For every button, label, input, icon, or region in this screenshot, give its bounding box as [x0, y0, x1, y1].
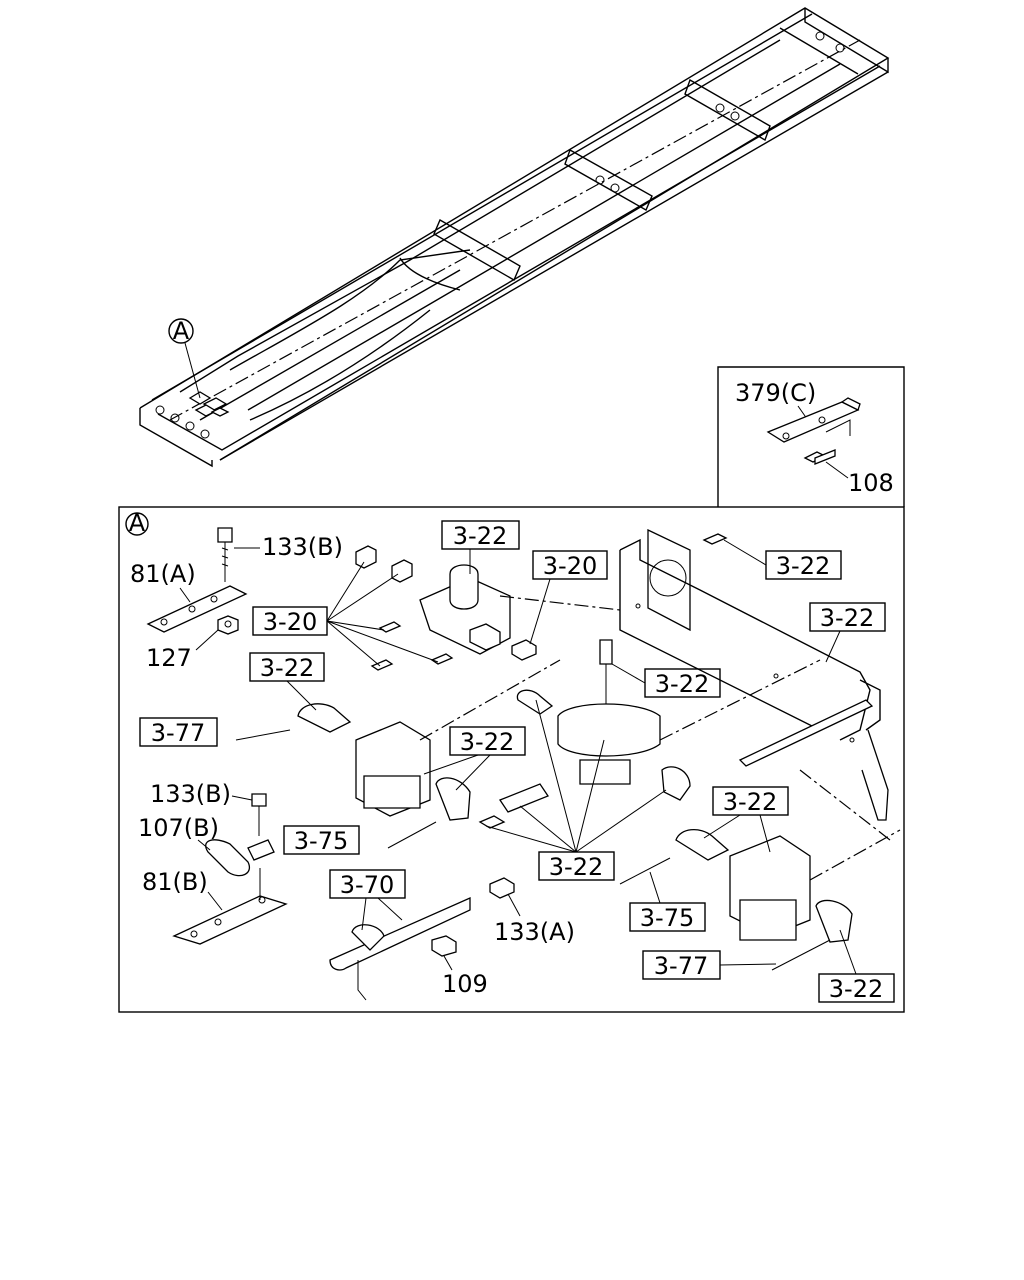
ref-r3: 3-20	[263, 608, 317, 636]
ref-r14: 3-75	[640, 904, 694, 932]
label-107b: 107(B)	[138, 814, 219, 842]
frame-marker-circle	[168, 318, 194, 344]
ref-r16: 3-22	[829, 975, 883, 1003]
ref-box: 3-75	[283, 825, 360, 855]
ref-box: 3-22	[441, 520, 520, 574]
label-81a: 81(A)	[130, 560, 196, 588]
detail-A: A	[118, 506, 905, 1013]
ref-r9: 3-22	[460, 728, 514, 756]
label-127: 127	[146, 644, 192, 672]
ref-r8: 3-77	[151, 719, 205, 747]
ref-box: 3-22	[423, 726, 526, 791]
ref-r5: 3-22	[820, 604, 874, 632]
detail-marker-A: A	[129, 509, 146, 537]
ref-box: 3-20	[252, 561, 439, 667]
ref-box: 3-70	[329, 869, 406, 931]
label-133b-top: 133(B)	[262, 533, 343, 561]
label-108: 108	[848, 469, 894, 497]
ref-r11: 3-22	[723, 788, 777, 816]
inset-379c: 379(C) 108	[717, 366, 905, 507]
ref-box: 3-77	[642, 950, 777, 980]
ref-r15: 3-77	[654, 952, 708, 980]
label-109: 109	[442, 970, 488, 998]
label-133a: 133(A)	[494, 918, 575, 946]
ref-r12: 3-70	[340, 871, 394, 899]
ref-r4: 3-22	[776, 552, 830, 580]
frame-marker-A: A	[173, 317, 190, 345]
ref-box: 3-22	[611, 663, 721, 698]
ref-box: 3-22	[809, 602, 886, 663]
ref-r2: 3-20	[543, 552, 597, 580]
label-81b: 81(B)	[142, 868, 208, 896]
ref-r1: 3-22	[453, 522, 507, 550]
ref-box: 3-22	[703, 786, 789, 853]
ref-box: 3-22	[249, 652, 325, 711]
chassis-frame: A	[139, 7, 890, 468]
ref-box: 3-22	[818, 929, 895, 1003]
ref-box: 3-75	[629, 871, 706, 932]
ref-r10: 3-75	[294, 827, 348, 855]
ref-box: 3-20	[529, 550, 608, 645]
ref-r6: 3-22	[655, 670, 709, 698]
label-133b-mid: 133(B)	[150, 780, 231, 808]
label-379c: 379(C)	[735, 379, 816, 407]
ref-box: 3-22	[485, 699, 667, 881]
ref-box: 3-77	[139, 717, 218, 747]
detail-marker-circle	[125, 512, 149, 536]
ref-r13: 3-22	[549, 853, 603, 881]
ref-box: 3-22	[723, 539, 842, 580]
ref-r7: 3-22	[260, 654, 314, 682]
